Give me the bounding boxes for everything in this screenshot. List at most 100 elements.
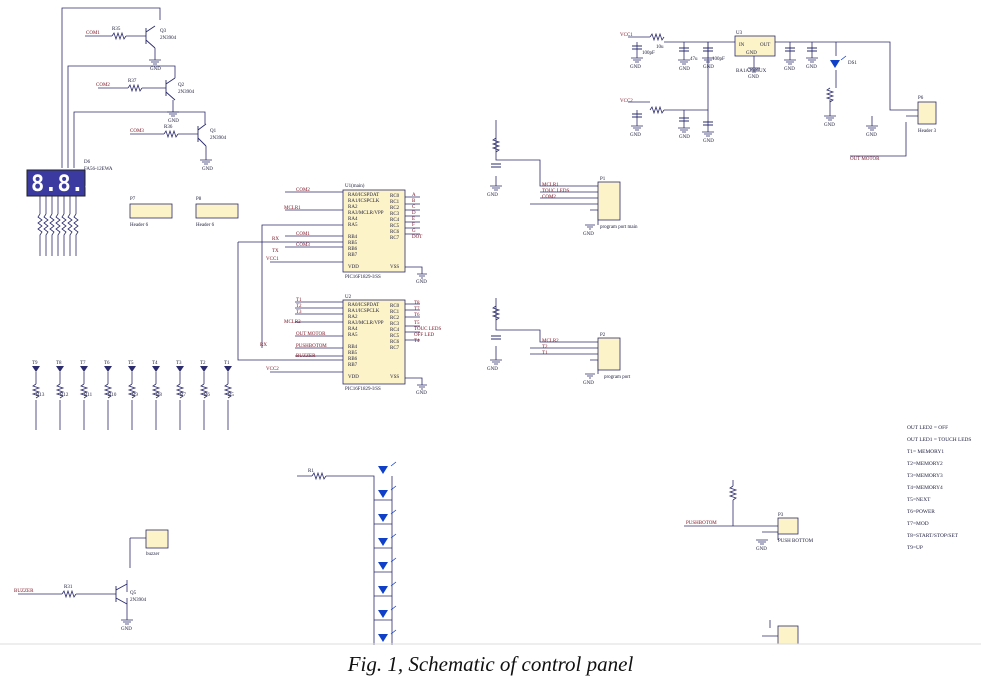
legend-note: T7=MOD bbox=[907, 521, 929, 527]
legend-note: T2=MEMORY2 bbox=[907, 461, 943, 467]
touch-pad-label: T1 bbox=[224, 361, 230, 366]
mcu1-net-right: A bbox=[412, 193, 416, 198]
buzzer-body bbox=[145, 529, 169, 549]
regulator-in: IN bbox=[739, 43, 745, 48]
header-p4-body bbox=[777, 625, 799, 645]
mcu1-pin-left: RB5 bbox=[348, 241, 358, 246]
ground-label: GND bbox=[784, 67, 795, 72]
touch-pad-label: T8 bbox=[56, 361, 62, 366]
header-p7-body bbox=[129, 203, 173, 219]
wires bbox=[18, 7, 918, 645]
mcu2-pin-left: RA4 bbox=[348, 327, 358, 332]
regulator-ref: U3 bbox=[736, 31, 743, 36]
schematic-diagram: 8.8.8. D6 FA56-12EWA Q32N3904Q22N3904Q12… bbox=[0, 7, 981, 645]
ground-label: GND bbox=[487, 193, 498, 198]
ground-label: GND bbox=[824, 123, 835, 128]
regulator-gnd: GND bbox=[746, 51, 757, 56]
mcu2-pin-right: RC0 bbox=[390, 304, 400, 309]
mcu1-pin-right: RC6 bbox=[390, 230, 400, 235]
buzzer-name: buzzer bbox=[146, 552, 160, 557]
mcu1-net: COM1 bbox=[296, 232, 310, 237]
ground-label: GND bbox=[679, 135, 690, 140]
mcu1-net-right: B bbox=[412, 199, 416, 204]
touch-res-ref: R11 bbox=[84, 393, 93, 398]
touch-pad-label: T7 bbox=[80, 361, 86, 366]
mcu2-pin-right: RC4 bbox=[390, 328, 400, 333]
legend-note: T3=MEMORY3 bbox=[907, 473, 943, 479]
capacitor-value: 10u bbox=[656, 45, 664, 50]
net-pushbotom: PUSHBOTOM bbox=[686, 521, 717, 526]
touch-pad-label: T3 bbox=[176, 361, 182, 366]
mcu1-pin-left: VDD bbox=[348, 265, 359, 270]
mcu1-pin-left: RB4 bbox=[348, 235, 358, 240]
header-p3-ref: P3 bbox=[778, 513, 784, 518]
header-p2-ref: P2 bbox=[600, 333, 606, 338]
mcu1-pin-right: RC3 bbox=[390, 212, 400, 217]
mcu1-net: TX bbox=[272, 249, 279, 254]
mcu2-net: RX bbox=[260, 343, 267, 348]
regulator-out: OUT bbox=[760, 43, 770, 48]
touch-pad-label: T9 bbox=[32, 361, 38, 366]
header-p6-body bbox=[917, 101, 937, 125]
mcu2-ref: U2 bbox=[345, 295, 352, 300]
header-p6-name: Header 3 bbox=[918, 129, 937, 134]
mcu1-pin-left: RA4 bbox=[348, 217, 358, 222]
touch-pad-label: T5 bbox=[128, 361, 134, 366]
regulator-part: BA1A2989UX bbox=[736, 69, 767, 74]
transistor-part: 2N3904 bbox=[130, 598, 147, 603]
seven-segment-display: 8.8.8. D6 FA56-12EWA bbox=[26, 160, 113, 197]
mcu2-pin-left: RA3/MCLR/VPP bbox=[348, 321, 384, 326]
mcu2-pin-left: RB6 bbox=[348, 357, 358, 362]
capacitor-value: 47u bbox=[690, 57, 698, 62]
mcu2-body bbox=[342, 299, 406, 385]
transistor-symbols bbox=[115, 25, 207, 605]
ground-label: GND bbox=[866, 133, 877, 138]
touch-res-ref: R9 bbox=[132, 393, 138, 398]
mcu2-pin-left: VDD bbox=[348, 375, 359, 380]
header-p6-ref: P6 bbox=[918, 96, 924, 101]
legend-note: OUT LED2 = OFF bbox=[907, 425, 948, 431]
mcu2-pin-left: RA2 bbox=[348, 315, 358, 320]
mcu2-net-right: T8 bbox=[414, 301, 420, 306]
net-out-motor: OUT MOTOR bbox=[850, 157, 880, 162]
mcu2-pin-right: VSS bbox=[390, 375, 399, 380]
legend-note: T5=NEXT bbox=[907, 497, 931, 503]
mcu2-net-right: T6 bbox=[414, 313, 420, 318]
mcu1-net-right: G bbox=[412, 229, 416, 234]
net-label: COM1 bbox=[86, 31, 100, 36]
header-p8-body bbox=[195, 203, 239, 219]
touch-pad-label: T6 bbox=[104, 361, 110, 366]
touch-res-ref: R12 bbox=[60, 393, 69, 398]
mcu2-pin-right: RC2 bbox=[390, 316, 400, 321]
mcu1-net: COM2 bbox=[296, 188, 310, 193]
led-strip-res: R1 bbox=[308, 469, 314, 474]
mcu1-ref: U1(main) bbox=[345, 184, 365, 189]
mcu1-net-right: F bbox=[412, 223, 415, 228]
figure-caption: Fig. 1, Schematic of control panel bbox=[347, 652, 634, 676]
p1-net: COM2 bbox=[542, 195, 556, 200]
display-part: FA56-12EWA bbox=[84, 167, 113, 172]
net-label: COM2 bbox=[96, 83, 110, 88]
ground-label: GND bbox=[583, 381, 594, 386]
mcu1-net: VCC1 bbox=[266, 257, 279, 262]
mcu1-pin-left: RA5 bbox=[348, 223, 358, 228]
p1-net: MCLR1 bbox=[542, 183, 559, 188]
touch-res-ref: R13 bbox=[36, 393, 45, 398]
mcu1-pin-right: VSS bbox=[390, 265, 399, 270]
components bbox=[129, 35, 937, 645]
mcu2-pin-left: RB7 bbox=[348, 363, 358, 368]
capacitor-value: 100pF bbox=[642, 51, 655, 56]
mcu2-net-right: OFF LED bbox=[414, 333, 435, 338]
transistor-part: 2N3904 bbox=[160, 36, 177, 41]
mcu2-net: PUSHBOTOM bbox=[296, 344, 327, 349]
mcu2-net: VCC2 bbox=[266, 367, 279, 372]
ground-label: GND bbox=[630, 65, 641, 70]
touch-pad-label: T4 bbox=[152, 361, 158, 366]
touch-pad-label: T2 bbox=[200, 361, 206, 366]
header-p2-body bbox=[597, 337, 621, 371]
mcu2-pin-right: RC3 bbox=[390, 322, 400, 327]
net-vcc2: VCC2 bbox=[620, 99, 633, 104]
net-label: BUZZER bbox=[14, 589, 34, 594]
mcu1-body bbox=[342, 189, 406, 273]
p2-net: T1 bbox=[542, 351, 548, 356]
